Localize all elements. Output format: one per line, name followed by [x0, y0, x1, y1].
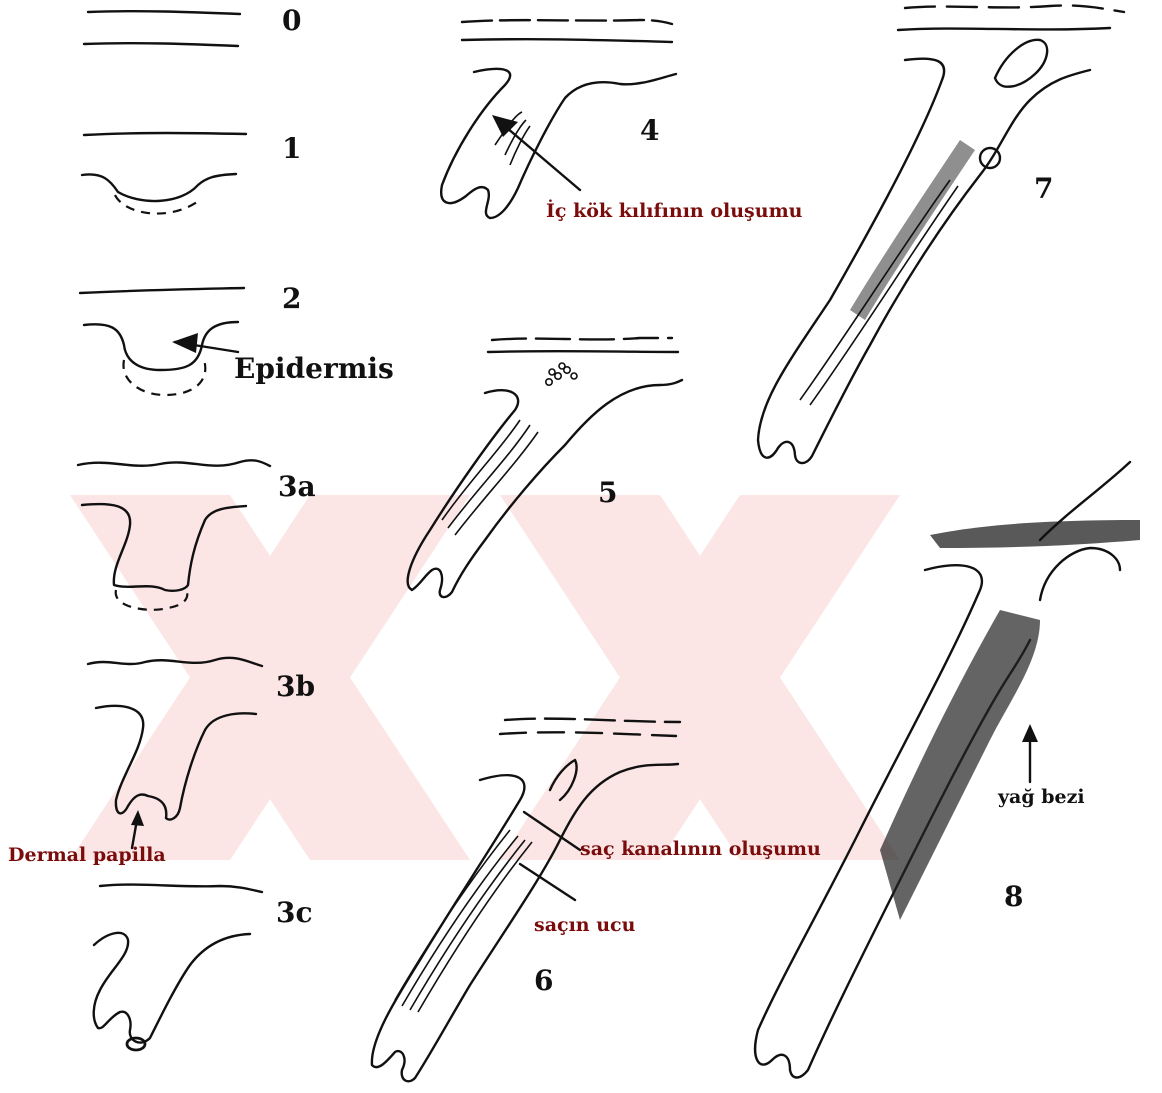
- stage-label-8: 8: [1004, 880, 1023, 913]
- stage-label-7: 7: [1034, 172, 1053, 205]
- stage-label-5: 5: [598, 476, 617, 509]
- stage-label-3a: 3a: [278, 470, 316, 503]
- stage-1-drawing: [82, 133, 246, 214]
- stage-5-drawing: [408, 338, 682, 597]
- stage-6-drawing: [372, 719, 680, 1082]
- dermal-papilla-label: Dermal papilla: [8, 844, 166, 866]
- stage-3b-drawing: [88, 658, 262, 848]
- stage-label-4: 4: [640, 114, 659, 147]
- stage-3c-drawing: [94, 885, 262, 1050]
- sebaceous-gland-label: yağ bezi: [998, 786, 1085, 808]
- stage-0-drawing: [84, 11, 240, 46]
- stage-3a-drawing: [78, 460, 270, 609]
- stage-7-drawing: [758, 5, 1124, 463]
- stage-label-6: 6: [534, 964, 553, 997]
- stage-label-2: 2: [282, 282, 301, 315]
- epidermis-label: Epidermis: [234, 352, 394, 385]
- inner-root-sheath-label: İç kök kılıfının oluşumu: [546, 200, 803, 222]
- stage-label-3b: 3b: [276, 670, 315, 703]
- hair-tip-label: saçın ucu: [534, 914, 635, 936]
- hair-canal-label: saç kanalının oluşumu: [580, 838, 821, 860]
- stage-2-drawing: [80, 288, 244, 395]
- stage-label-0: 0: [282, 4, 301, 37]
- stage-8-drawing: [755, 462, 1140, 1078]
- stage-label-1: 1: [282, 132, 301, 165]
- stage-label-3c: 3c: [276, 896, 313, 929]
